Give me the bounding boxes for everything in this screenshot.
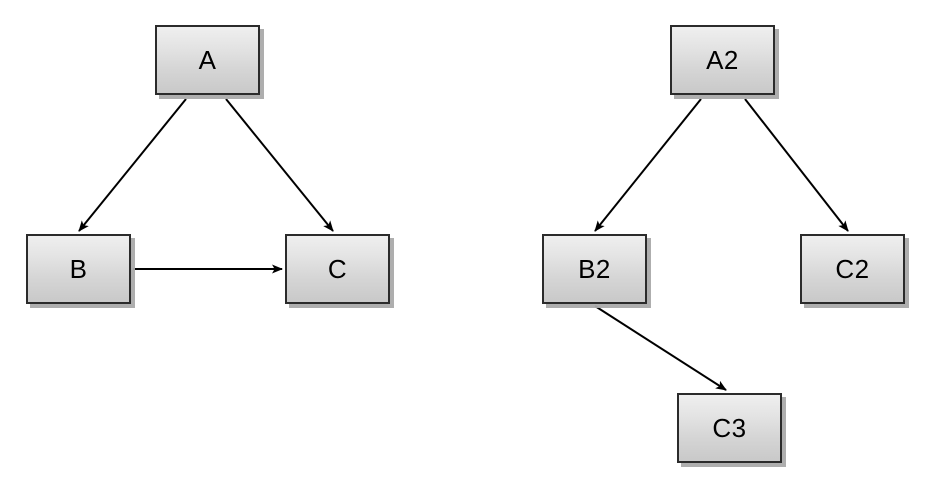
node-label: B2 [578, 254, 611, 284]
node-label: C [327, 254, 348, 284]
edge-a2-to-b2 [594, 98, 702, 232]
node-label: C2 [835, 254, 870, 284]
node-c3[interactable]: C3 [677, 393, 782, 463]
node-label: A2 [706, 45, 739, 75]
edges-group [78, 98, 849, 391]
edge-a2-to-c2 [744, 98, 849, 232]
node-label: A [198, 45, 217, 75]
edge-a-to-b [78, 98, 187, 232]
node-b[interactable]: B [26, 234, 131, 304]
edge-b2-to-c3 [594, 305, 727, 391]
node-c[interactable]: C [285, 234, 390, 304]
edge-a-to-c [225, 98, 334, 232]
node-a2[interactable]: A2 [670, 25, 775, 95]
node-label: C3 [712, 413, 747, 443]
node-label: B [69, 254, 88, 284]
node-c2[interactable]: C2 [800, 234, 905, 304]
node-b2[interactable]: B2 [542, 234, 647, 304]
node-a[interactable]: A [155, 25, 260, 95]
